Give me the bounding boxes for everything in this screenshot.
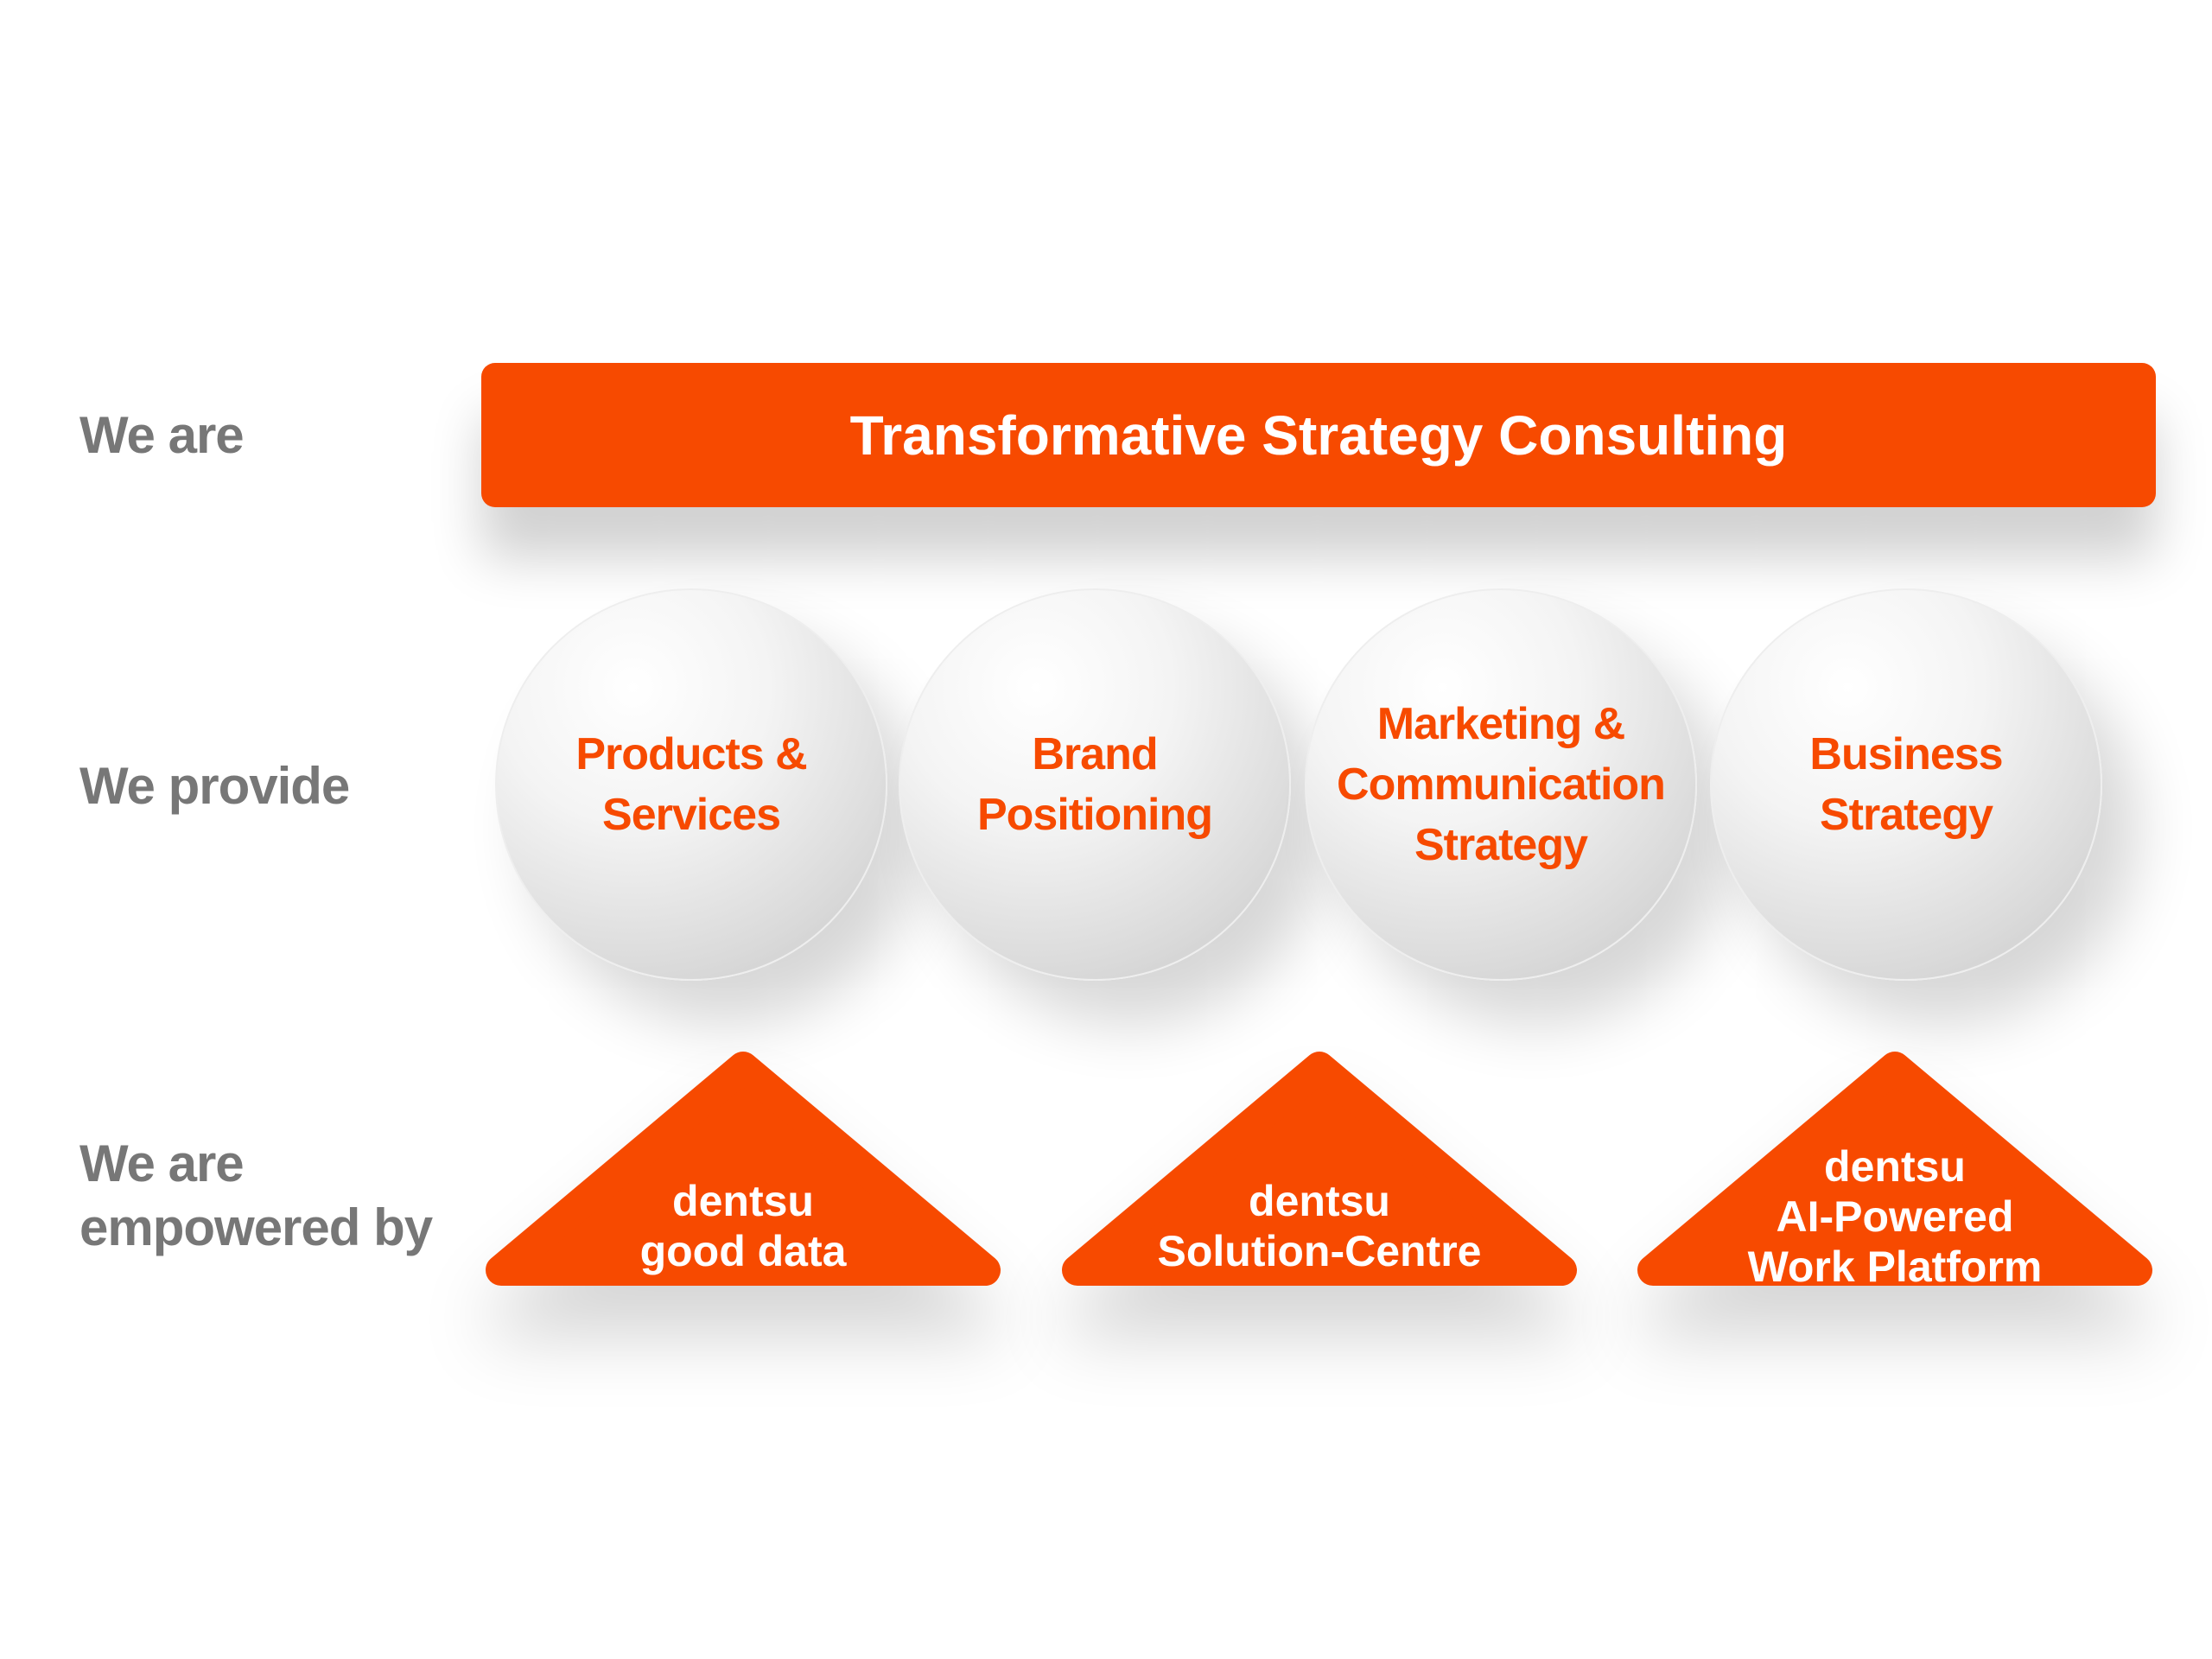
platform-line: good data xyxy=(639,1227,847,1275)
service-line: Positioning xyxy=(976,790,1213,840)
platform-line: Solution-Centre xyxy=(1157,1227,1482,1275)
service-circle-products: Products & Services xyxy=(495,588,887,981)
platform-line: Work Platform xyxy=(1747,1243,2043,1291)
empowered-line2: empowered by xyxy=(79,1198,433,1256)
service-line: Strategy xyxy=(1819,790,1993,840)
platform-line: dentsu xyxy=(1249,1177,1390,1225)
empowered-line1: We are xyxy=(79,1135,245,1192)
service-line: Business xyxy=(1809,729,2003,779)
service-line: Strategy xyxy=(1414,820,1588,870)
service-line: Communication xyxy=(1337,760,1666,810)
service-line: Marketing & xyxy=(1376,699,1626,749)
platform-line: dentsu xyxy=(1824,1142,1966,1191)
platform-line: dentsu xyxy=(672,1177,814,1225)
row-label-empowered-by: We are empowered by xyxy=(79,1132,433,1260)
triangle-shape xyxy=(1062,1052,1577,1286)
banner-title: Transformative Strategy Consulting xyxy=(849,404,1788,467)
service-line: Brand xyxy=(1032,729,1158,779)
row-label-we-are: We are xyxy=(79,406,245,464)
service-line: Services xyxy=(602,790,781,840)
banner-transformative-strategy: Transformative Strategy Consulting xyxy=(481,363,2156,507)
triangle-shape xyxy=(486,1052,1001,1286)
platform-line: AI-Powered xyxy=(1776,1192,2014,1241)
row-label-we-provide: We provide xyxy=(79,757,350,815)
triangle-shape xyxy=(1637,1052,2152,1286)
service-line: Products & xyxy=(575,729,807,779)
